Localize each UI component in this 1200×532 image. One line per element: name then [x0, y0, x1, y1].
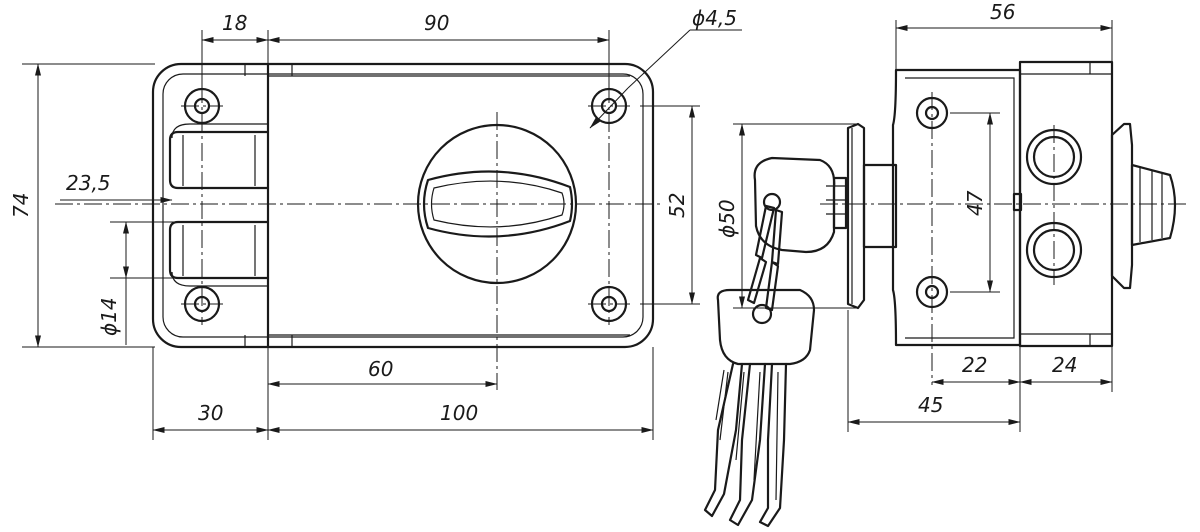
hanging-keys — [703, 288, 816, 528]
dim-cylinder-diameter-label: ϕ50 — [715, 199, 739, 238]
dim-90-label: 90 — [424, 11, 449, 35]
dead-bolt-upper — [168, 123, 270, 190]
center-lines — [55, 85, 1190, 390]
cylinder-rim-side — [846, 122, 898, 310]
dim-56-label: 56 — [990, 0, 1015, 24]
lock-body-front-view — [151, 62, 655, 349]
dimension-lines — [22, 20, 1113, 440]
dim-18-label: 18 — [222, 11, 247, 35]
dim-45-label: 45 — [918, 393, 943, 417]
dim-60-label: 60 — [368, 357, 393, 381]
key-in-lock — [753, 156, 848, 254]
dimension-labels: 18 90 ϕ4,5 56 74 23,5 52 ϕ50 47 ϕ14 60 3… — [9, 0, 1077, 425]
dead-bolt-lower — [168, 220, 270, 287]
dim-100-label: 100 — [440, 401, 478, 425]
mounting-plate-side — [891, 68, 1022, 347]
dim-hole-diameter-label: ϕ4,5 — [692, 6, 737, 30]
thumb-turn-side — [1110, 122, 1177, 290]
dim-52-label: 52 — [665, 193, 689, 218]
dim-74-label: 74 — [9, 193, 33, 218]
key-ring — [746, 204, 784, 312]
dim-bolt-diameter-label: ϕ14 — [97, 297, 121, 336]
dim-30-label: 30 — [198, 401, 223, 425]
dim-47-label: 47 — [963, 190, 987, 216]
dim-24-label: 24 — [1052, 353, 1077, 377]
dim-22-label: 22 — [962, 353, 987, 377]
dim-23-5-label: 23,5 — [66, 171, 111, 195]
